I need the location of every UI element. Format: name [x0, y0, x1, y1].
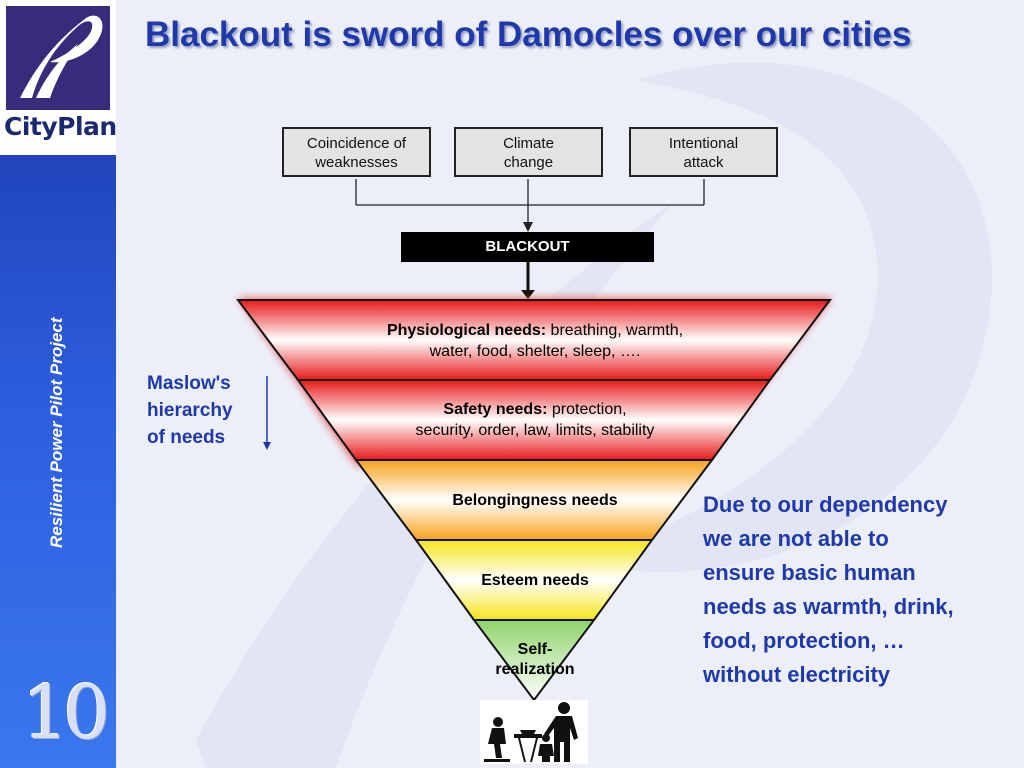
cause-coincidence-box: Coincidence of weaknesses [282, 127, 431, 177]
dependency-line2: we are not able to [703, 526, 889, 551]
cause-climate-box: Climate change [454, 127, 603, 177]
self-line1: Self- [517, 641, 553, 658]
physiological-rest: breathing, warmth, [546, 322, 684, 339]
family-people-icon [480, 700, 588, 764]
safety-rest: protection, [547, 401, 627, 418]
self-realization-text: Self- realization [470, 640, 600, 680]
esteem-label: Esteem needs [481, 572, 589, 589]
cause-attack-box: Intentional attack [629, 127, 778, 177]
sidebar: CityPlan Resilient Power Pilot Project 1… [0, 0, 117, 768]
safety-line2: security, order, law, limits, stability [415, 422, 655, 439]
cityplan-logo-icon [6, 6, 110, 110]
maslow-line2: hierarchy [147, 400, 233, 421]
cause-line2: change [503, 154, 554, 171]
cause-line1: Coincidence of [306, 135, 407, 152]
project-title: Resilient Power Pilot Project [47, 317, 66, 548]
maslow-label: Maslow's hierarchy of needs [147, 370, 257, 451]
dependency-line3: ensure basic human [703, 560, 916, 585]
logo-text: CityPlan [4, 112, 117, 141]
belonging-label: Belongingness needs [452, 492, 618, 509]
cause-line2: attack [683, 154, 724, 171]
esteem-text: Esteem needs [440, 570, 630, 591]
maslow-line1: Maslow's [147, 373, 231, 394]
safety-text: Safety needs: protection, security, orde… [350, 399, 720, 441]
cause-line1: Climate [503, 135, 554, 152]
cause-line2: weaknesses [315, 154, 398, 171]
physiological-line2: water, food, shelter, sleep, …. [429, 343, 641, 360]
logo: CityPlan [0, 0, 117, 155]
slide-title: Blackout is sword of Damocles over our c… [145, 15, 912, 54]
cause-line1: Intentional [668, 135, 739, 152]
maslow-line3: of needs [147, 427, 226, 448]
dependency-text: Due to our dependency we are not able to… [703, 488, 1003, 692]
safety-heading: Safety needs: [443, 401, 548, 418]
dependency-line5: food, protection, … [703, 628, 905, 653]
slide-number: 10 [22, 670, 110, 756]
blackout-box: BLACKOUT [401, 232, 654, 262]
dependency-line4: needs as warmth, drink, [703, 594, 954, 619]
dependency-line6: without electricity [703, 662, 891, 687]
physiological-text: Physiological needs: breathing, warmth, … [320, 320, 750, 362]
dependency-line1: Due to our dependency [703, 492, 948, 517]
self-line2: realization [495, 661, 575, 678]
physiological-heading: Physiological needs: [386, 322, 547, 339]
down-arrow-icon [263, 376, 271, 450]
belonging-text: Belongingness needs [400, 490, 670, 511]
